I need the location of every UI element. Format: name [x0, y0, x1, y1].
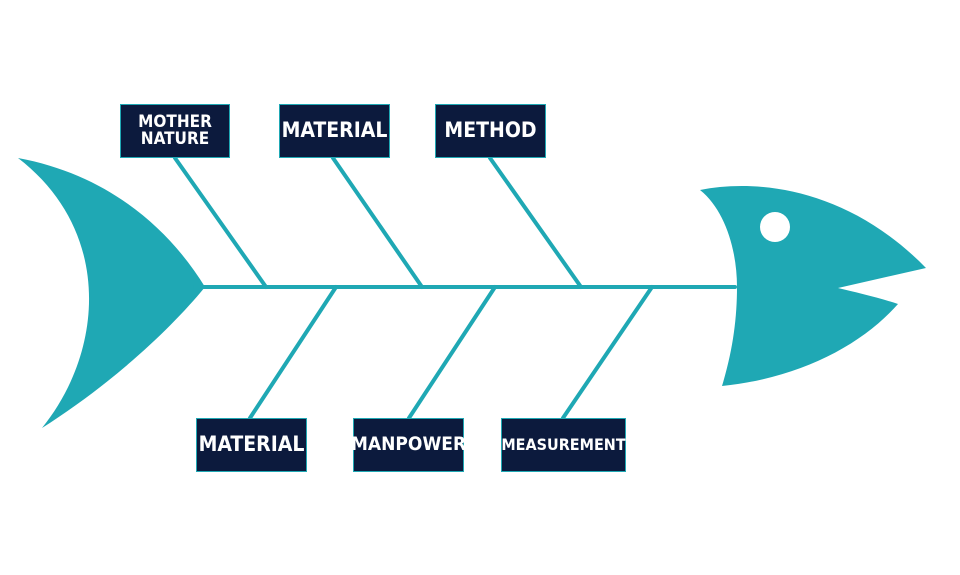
bone-manpower: [407, 285, 497, 420]
category-label-material-bottom: Material: [196, 418, 307, 472]
fish-tail: [18, 158, 205, 428]
category-label-manpower: Manpower: [351, 418, 466, 472]
fish-head: [700, 186, 926, 386]
category-label-material-top: Material: [279, 104, 390, 158]
category-label-measurement: Measurement: [501, 418, 626, 472]
fish-eye: [760, 212, 790, 242]
category-label-method: Method: [435, 104, 546, 158]
bone-material-top: [331, 156, 424, 289]
bone-measurement: [561, 285, 654, 420]
bone-method: [488, 156, 583, 289]
category-label-mother-nature: Mother Nature: [120, 104, 230, 158]
bone-material-bottom: [248, 285, 338, 420]
bone-mother-nature: [173, 156, 268, 289]
